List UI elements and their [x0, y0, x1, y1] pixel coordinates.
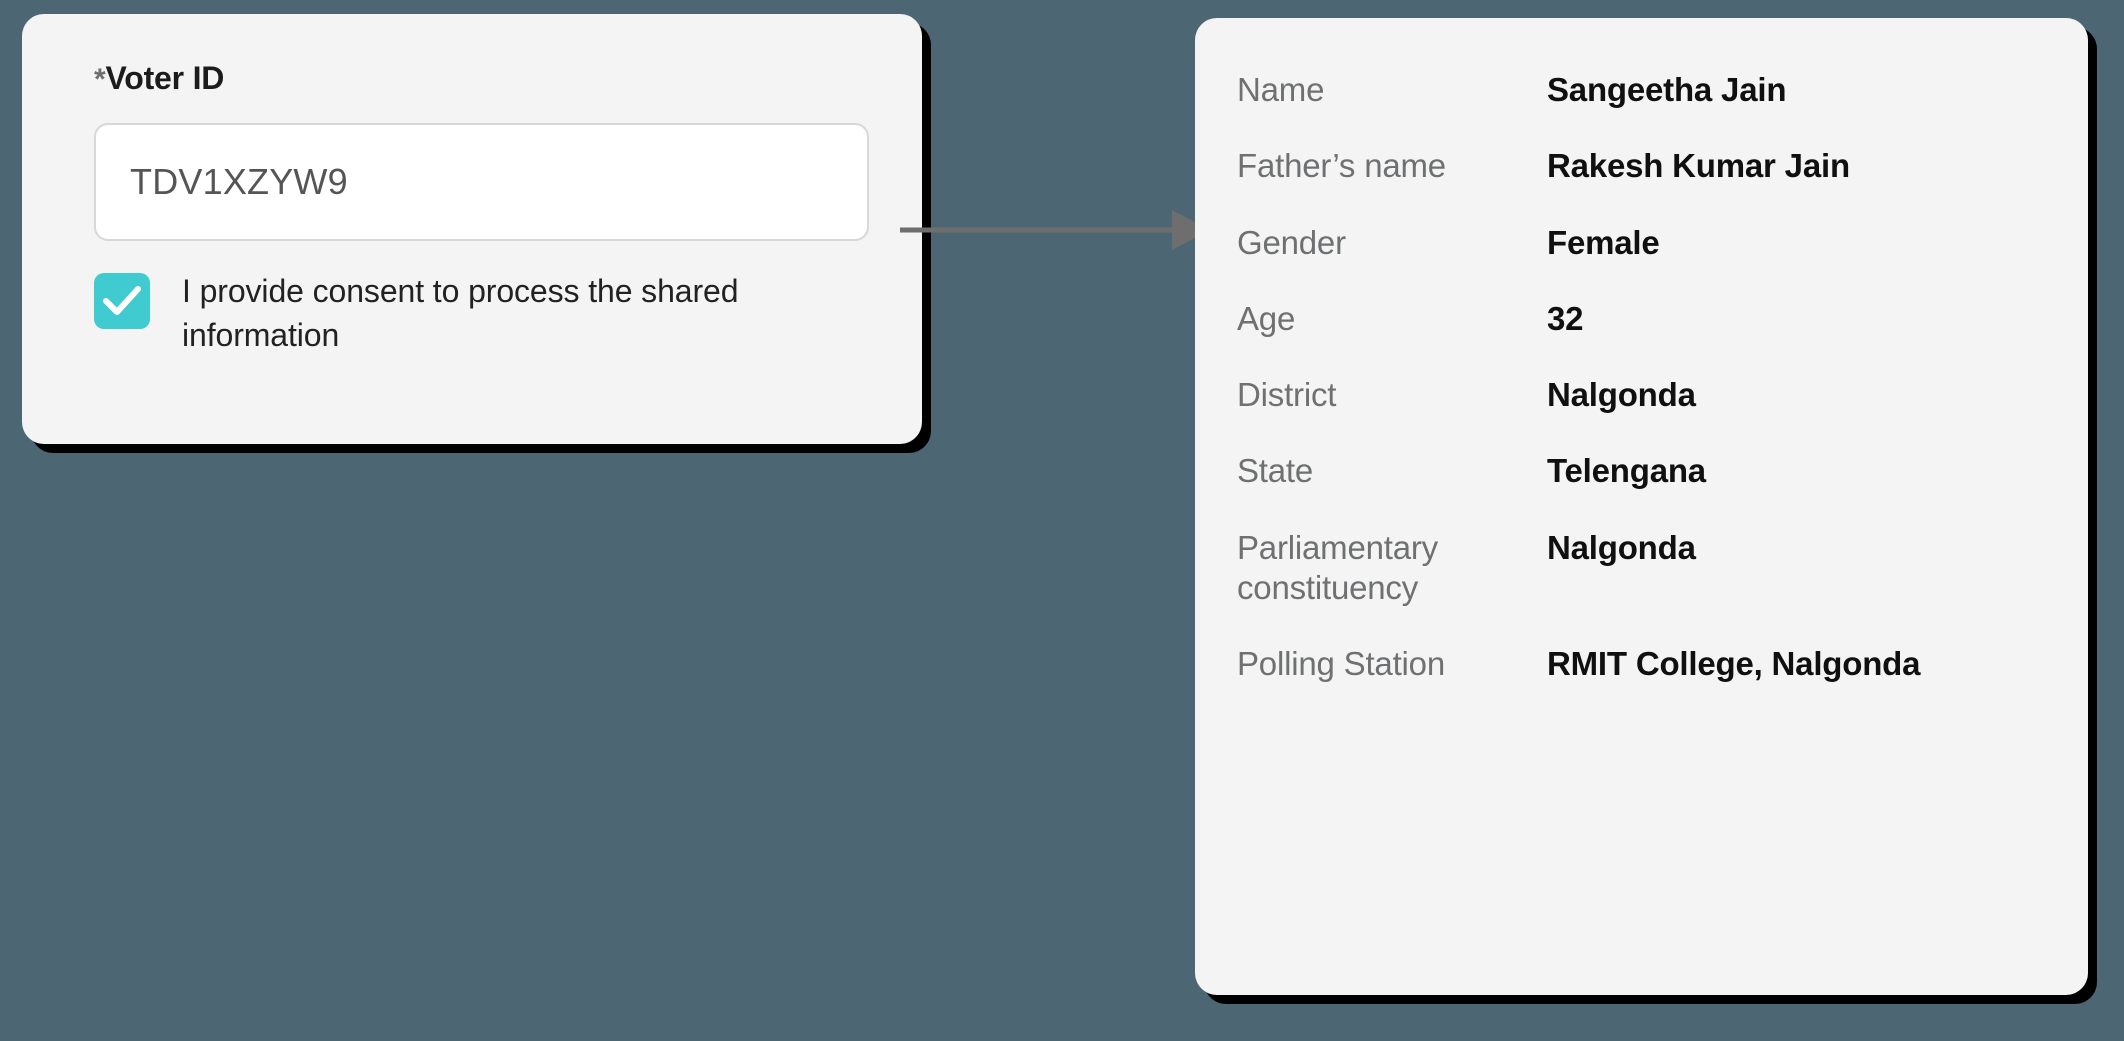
detail-label: District: [1237, 376, 1337, 413]
detail-value: Nalgonda: [1547, 376, 1696, 413]
consent-row[interactable]: I provide consent to process the shared …: [94, 269, 884, 357]
required-asterisk: *: [94, 63, 106, 96]
detail-row-name: Name Sangeetha Jain: [1195, 70, 2088, 110]
detail-row-district: District Nalgonda: [1195, 375, 2088, 415]
detail-value: Sangeetha Jain: [1547, 71, 1787, 108]
detail-row-age: Age 32: [1195, 299, 2088, 339]
detail-label: Name: [1237, 71, 1325, 108]
voter-id-label: *Voter ID: [94, 62, 860, 95]
consent-checkbox[interactable]: [94, 273, 150, 329]
detail-value: Nalgonda: [1547, 528, 1696, 566]
detail-row-fathers-name: Father’s name Rakesh Kumar Jain: [1195, 146, 2088, 186]
detail-value: Rakesh Kumar Jain: [1547, 147, 1850, 185]
detail-row-gender: Gender Female: [1195, 223, 2088, 263]
consent-label: I provide consent to process the shared …: [182, 273, 739, 354]
voter-details-card: Name Sangeetha Jain Father’s name Rakesh…: [1195, 18, 2088, 995]
detail-label: Father’s name: [1237, 147, 1446, 185]
detail-row-state: State Telengana: [1195, 451, 2088, 491]
detail-label: Age: [1237, 299, 1296, 337]
detail-label: Parliamentary constituency: [1237, 528, 1438, 606]
detail-value: 32: [1547, 299, 1584, 337]
detail-value: Female: [1547, 223, 1660, 261]
voter-id-form-card: *Voter ID I provide consent to process t…: [22, 14, 922, 444]
detail-label: State: [1237, 452, 1314, 490]
voter-id-label-text: Voter ID: [105, 60, 225, 96]
detail-value: RMIT College, Nalgonda: [1547, 645, 1921, 682]
detail-value: Telengana: [1547, 452, 1706, 490]
check-icon: [103, 286, 141, 315]
detail-label: Polling Station: [1237, 645, 1445, 682]
detail-row-parliamentary-constituency: Parliamentary constituency Nalgonda: [1195, 528, 2088, 609]
voter-id-input[interactable]: [94, 123, 869, 241]
connector-arrow-icon: [900, 210, 1210, 250]
detail-row-polling-station: Polling Station RMIT College, Nalgonda: [1195, 644, 2088, 684]
detail-label: Gender: [1237, 223, 1346, 261]
